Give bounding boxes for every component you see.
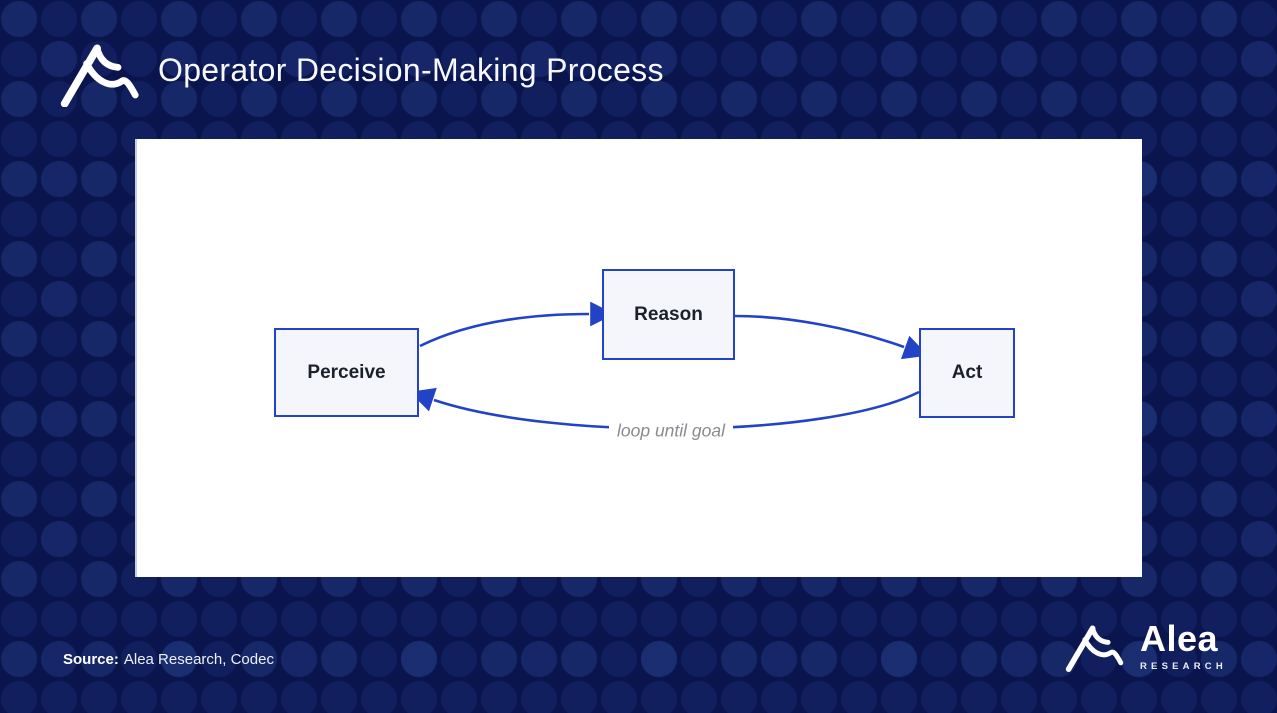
source-label: Source: [63,651,119,668]
brand-name: Alea [1140,618,1219,659]
brand-subtitle: RESEARCH [1140,661,1227,672]
source-note: Source:Alea Research, Codec [63,651,274,668]
node-reason-label: Reason [634,303,703,325]
page-title: Operator Decision-Making Process [158,52,664,88]
node-act: Act [919,328,1015,418]
loop-edge-label: loop until goal [609,420,733,442]
alea-logo-icon [1065,625,1124,672]
alea-logo-icon [60,44,139,107]
diagram-panel: Perceive Reason Act loop until goal [135,139,1142,577]
edge-perceive-to-reason [419,301,615,348]
node-reason: Reason [602,269,735,360]
node-act-label: Act [951,362,983,383]
edge-reason-to-act [734,314,929,360]
node-perceive-label: Perceive [307,361,386,383]
brand-logo: Alea RESEARCH [1063,621,1227,673]
source-text: Alea Research, Codec [123,651,274,668]
node-perceive: Perceive [274,328,419,417]
